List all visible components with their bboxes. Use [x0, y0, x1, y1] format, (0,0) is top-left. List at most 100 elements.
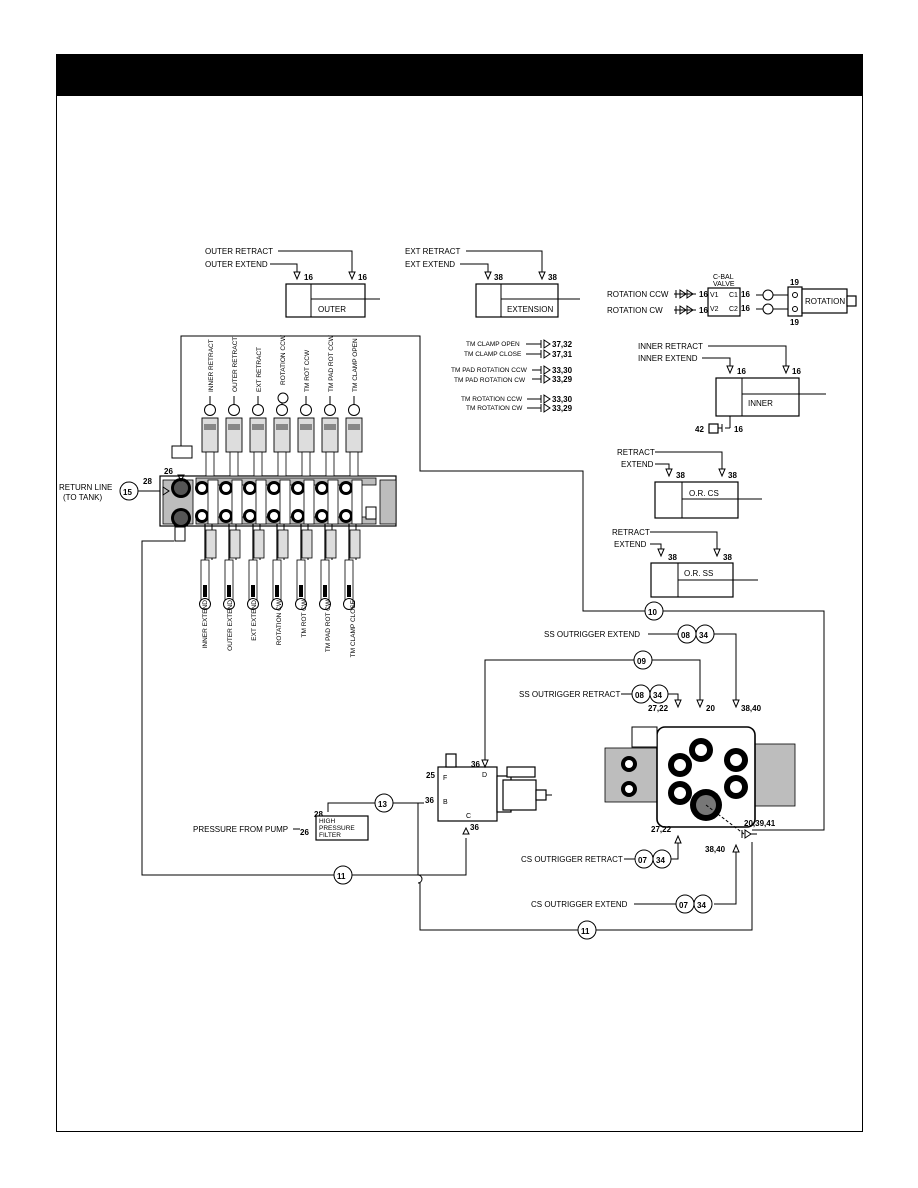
tm-clamp-open-ref: 37,32 — [552, 340, 573, 349]
ext-port-b: 38 — [548, 273, 557, 282]
flow-valve-b: B — [443, 799, 448, 806]
ext-retract-label: EXT RETRACT — [405, 247, 461, 256]
ss-extend-label: SS OUTRIGGER EXTEND — [544, 630, 640, 639]
pump-label: PRESSURE FROM PUMP — [193, 825, 288, 834]
rotation-cw-port: 16 — [699, 306, 708, 315]
bank-port-28: 28 — [143, 477, 152, 486]
bubble-11a — [333, 865, 353, 885]
pump-port-26: 26 — [300, 828, 309, 837]
valve-bank-bottom-labels: INNER EXTEND OUTER EXTEND EXT EXTEND ROT… — [202, 599, 357, 657]
bank-top-label-3: EXT RETRACT — [256, 347, 263, 392]
bubble-13-label: 13 — [378, 800, 387, 809]
tm-rot-ccw-ref: 33,30 — [552, 395, 573, 404]
rotation-fitting-bottom — [762, 303, 774, 315]
bubble-10 — [644, 601, 664, 621]
rotation-cw-label: ROTATION CW — [607, 306, 663, 315]
return-line-label-2: (TO TANK) — [63, 493, 102, 502]
bank-bottom-fitting — [343, 598, 355, 610]
inner-cylinder-box — [715, 377, 800, 417]
or-cs-cylinder-box — [654, 481, 739, 519]
cs-extend-bubble-2 — [693, 894, 713, 914]
port-27-22-top: 27,22 — [648, 704, 669, 713]
flow-valve-port-25: 25 — [426, 771, 435, 780]
return-line-group: RETURN LINE (TO TANK) 15 28 26 — [59, 467, 185, 502]
port-27-22-bot: 27,22 — [651, 825, 672, 834]
bank-bottom-fitting — [271, 598, 283, 610]
or-ss-port-b: 38 — [723, 553, 732, 562]
bank-top-fitting — [252, 404, 264, 416]
cs-extend-bubble-2-label: 34 — [697, 901, 706, 910]
or-cs-extend-label: EXTEND — [621, 460, 654, 469]
cs-retract-bubble-2-label: 34 — [656, 856, 665, 865]
or-cs-port-b: 38 — [728, 471, 737, 480]
tm-clamp-close-ref: 37,31 — [552, 350, 573, 359]
high-pressure-filter-box — [315, 815, 369, 841]
tm-pad-cw-ref: 33,29 — [552, 375, 573, 384]
cs-extend-bubble-1-label: 07 — [679, 901, 688, 910]
bank-bottom-fitting — [247, 598, 259, 610]
inner-extend-label: INNER EXTEND — [638, 354, 698, 363]
or-ss-cylinder-group: RETRACT EXTEND 38 38 O.R. SS — [612, 528, 758, 598]
flow-valve-d: D — [482, 772, 487, 779]
outer-port-b: 16 — [358, 273, 367, 282]
ss-extend-bubble-2 — [695, 624, 715, 644]
rotation-fitting-top — [762, 289, 774, 301]
or-ss-port-a: 38 — [668, 553, 677, 562]
cs-retract-label: CS OUTRIGGER RETRACT — [521, 855, 623, 864]
bubble-09-label: 09 — [637, 657, 646, 666]
cbal-c2: C2 — [729, 306, 738, 313]
bank-top-label-1: INNER RETRACT — [208, 339, 215, 392]
tm-pad-ccw-label: TM PAD ROTATION CCW — [451, 367, 528, 374]
cbal-c1: C1 — [729, 292, 738, 299]
cbal-v2: V2 — [710, 306, 719, 313]
bank-bottom-label-5: TM ROT CW — [301, 599, 308, 637]
bubble-11b-label: 11 — [581, 927, 590, 936]
bank-bottom-fitting — [199, 598, 211, 610]
rotation-box-label: ROTATION — [805, 297, 845, 306]
bank-bottom-label-2: OUTER EXTEND — [227, 600, 234, 651]
bubble-09 — [633, 650, 653, 670]
bank-bottom-fitting — [295, 598, 307, 610]
return-line-pipe — [180, 335, 825, 831]
cbal-c1-port: 16 — [741, 290, 750, 299]
flow-valve-body — [437, 766, 498, 822]
bank-bottom-label-3: EXT EXTEND — [251, 600, 258, 641]
ext-extend-label: EXT EXTEND — [405, 260, 455, 269]
rotation-group: ROTATION CCW ROTATION CW 16 16 C-BAL VAL… — [607, 274, 857, 327]
header-bar — [56, 54, 863, 96]
rotation-top-port: 19 — [790, 278, 799, 287]
port-20-39-41-group: 20,39,41 — [741, 819, 776, 839]
or-ss-extend-label: EXTEND — [614, 540, 647, 549]
or-cs-box-label: O.R. CS — [689, 489, 719, 498]
cs-outrigger-retract-group: 27,22 CS OUTRIGGER RETRACT 07 34 — [521, 825, 682, 869]
cbal-valve-label-2: VALVE — [713, 281, 735, 288]
bank-top-fitting — [204, 404, 216, 416]
cbal-v1: V1 — [710, 292, 719, 299]
extension-cylinder-box — [475, 283, 559, 318]
line-09 — [484, 659, 701, 760]
bank-top-label-2: OUTER RETRACT — [232, 337, 239, 392]
inner-bottom-port: 16 — [734, 425, 743, 434]
outrigger-valve — [604, 726, 796, 835]
ss-extend-bubble-2-label: 34 — [699, 631, 708, 640]
cs-retract-bubble-1-label: 07 — [638, 856, 647, 865]
flow-valve-port-36-left: 36 — [425, 796, 434, 805]
tm-clamp-open-label: TM CLAMP OPEN — [466, 341, 520, 348]
inner-retract-label: INNER RETRACT — [638, 342, 703, 351]
cs-outrigger-extend-group: 38,40 CS OUTRIGGER EXTEND 07 34 — [531, 843, 740, 914]
tm-rot-cw-label: TM ROTATION CW — [466, 405, 523, 412]
port-20: 20 — [706, 704, 715, 713]
outer-port-a: 16 — [304, 273, 313, 282]
ss-retract-bubble-2-label: 34 — [653, 691, 662, 700]
bank-top-fitting — [228, 404, 240, 416]
port-20-39-41: 20,39,41 — [744, 819, 776, 828]
flow-valve: 25 F D B C 36 36 36 — [425, 753, 552, 835]
inner-box-label: INNER — [748, 399, 773, 408]
ext-port-a: 38 — [494, 273, 503, 282]
or-ss-box-label: O.R. SS — [684, 569, 713, 578]
bank-bottom-label-1: INNER EXTEND — [202, 600, 209, 649]
or-ss-retract-label: RETRACT — [612, 528, 650, 537]
outer-retract-label: OUTER RETRACT — [205, 247, 273, 256]
cbal-valve-label-1: C-BAL — [713, 274, 734, 281]
ss-extend-bubble-1-label: 08 — [681, 631, 690, 640]
